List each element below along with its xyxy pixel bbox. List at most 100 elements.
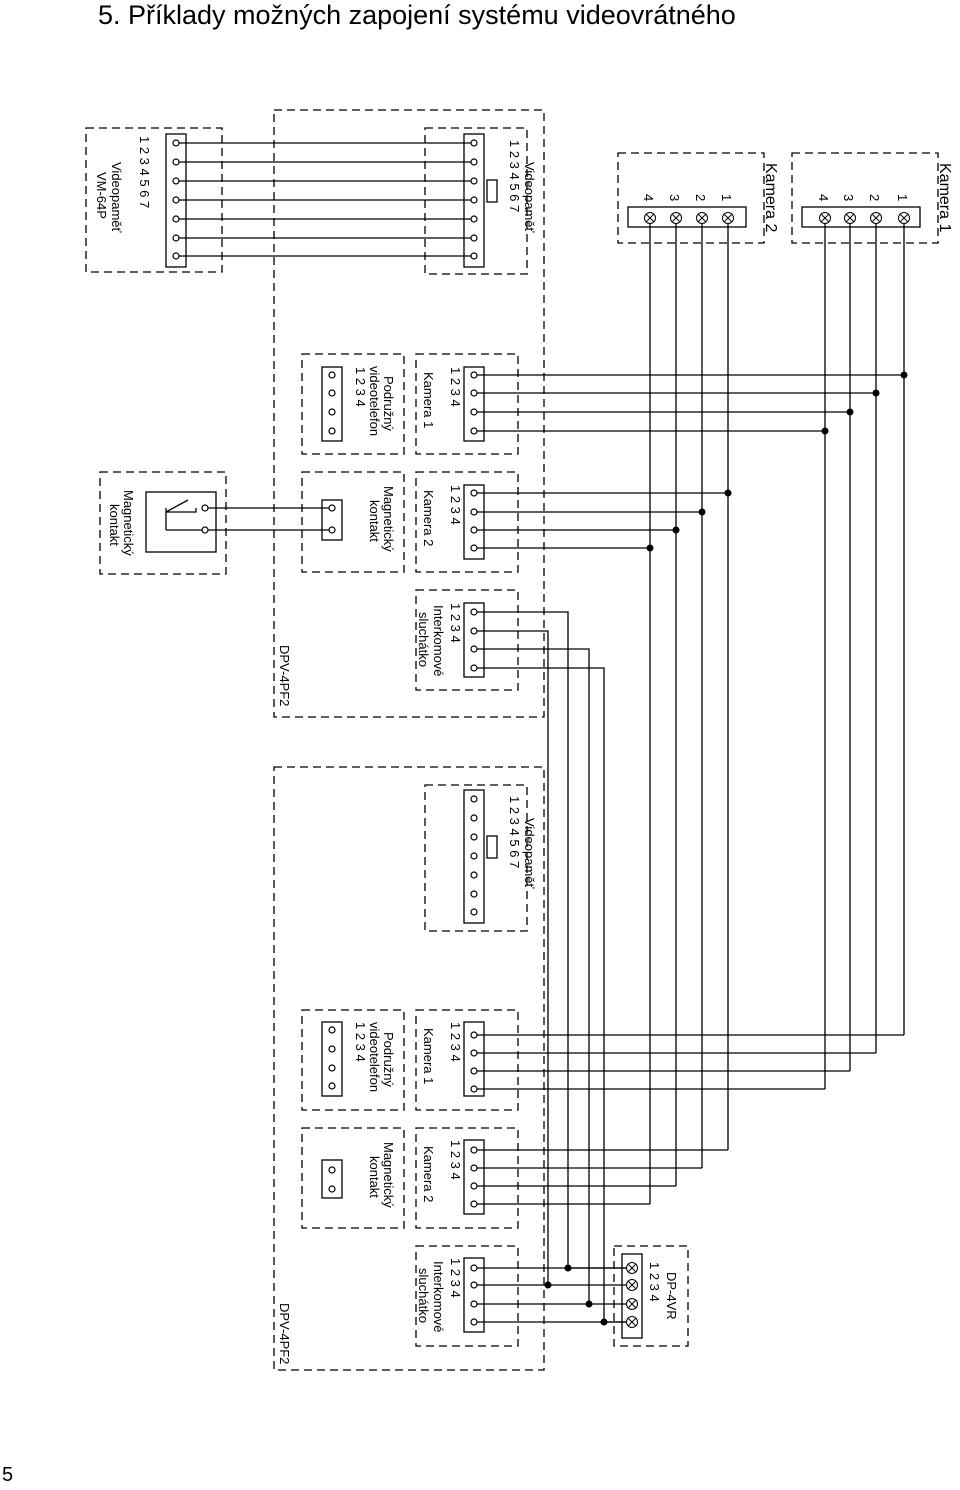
kamera1-pin-3: 3 xyxy=(841,194,856,201)
kamera2-pin-1: 1 xyxy=(719,194,734,201)
unit1-box xyxy=(273,109,545,718)
kamera1-label: Kamera 1 xyxy=(936,163,953,232)
u2-podruzny-box xyxy=(301,1009,405,1111)
u2-videopamet-box xyxy=(424,784,528,932)
kamera2-pin-3: 3 xyxy=(667,194,682,201)
u2-magnet-label-1: Magnetický xyxy=(381,1142,396,1208)
dp4vr-label: DP-4VR xyxy=(664,1272,679,1320)
u2-kamera1-box xyxy=(415,1009,519,1111)
u2-interkom-connector xyxy=(463,1257,485,1333)
u1-podruzny-pins: 1 2 3 4 xyxy=(353,367,368,407)
u2-kamera2-connector xyxy=(463,1139,485,1215)
unit2-box xyxy=(273,766,545,1371)
page-title: 5. Příklady možných zapojení systému vid… xyxy=(98,0,736,30)
magnet-switch-terminals xyxy=(201,504,209,534)
junction-dots xyxy=(544,371,908,1326)
u1-interkom-terminals xyxy=(470,608,478,672)
u1-interkom-label-2: sluchátko xyxy=(416,612,431,667)
u1-magnet-connector xyxy=(321,499,343,541)
u2-interkom-pins: 1 2 3 4 xyxy=(448,1258,463,1298)
magnet-ext-label-2: kontakt xyxy=(107,504,122,546)
u1-magnet-terminals xyxy=(328,504,336,534)
u1-kamera1-box xyxy=(415,353,519,455)
u1-podruzny-label-1: Podružný xyxy=(381,376,396,431)
u1-interkom-label-1: Interkomové xyxy=(431,605,446,677)
u2-dpv-label: DPV-4PF2 xyxy=(277,1303,292,1364)
u1-videopamet-jumper xyxy=(486,179,498,203)
u2-interkom-terminals xyxy=(470,1264,478,1326)
u1-magnet-label-1: Magnetický xyxy=(381,486,396,552)
u1-podruzny-label-2: videotelefon xyxy=(367,366,382,436)
u2-kamera2-terminals xyxy=(470,1146,478,1208)
connector-strips xyxy=(165,133,921,1339)
u1-videopamet-box xyxy=(424,127,528,275)
u1-interkom-connector xyxy=(463,602,485,678)
u2-magnet-label-2: kontakt xyxy=(367,1156,382,1198)
u2-podruzny-connector xyxy=(321,1021,343,1097)
kamera2-pin-2: 2 xyxy=(693,194,708,201)
u1-podruzny-box xyxy=(301,353,405,455)
wire-ik1-3 xyxy=(474,648,590,1304)
u2-interkom-label-2: sluchátko xyxy=(416,1268,431,1323)
kamera1-pin-1: 1 xyxy=(895,194,910,201)
vm64p-terminals xyxy=(172,139,180,260)
magnet-switch-box xyxy=(145,491,217,553)
u2-kamera2-pins: 1 2 3 4 xyxy=(448,1140,463,1180)
kamera1-pin-4: 4 xyxy=(816,194,831,201)
u1-kamera2-box xyxy=(415,471,519,573)
magnet-ext-label-1: Magnetický xyxy=(121,490,136,556)
u1-dpv-label: DPV-4PF2 xyxy=(277,645,292,706)
u2-kamera1-pins: 1 2 3 4 xyxy=(448,1022,463,1062)
wire-ik1-1 xyxy=(474,611,632,1269)
camera-terminals xyxy=(626,212,910,1328)
u1-videopamet-pins: 1 2 3 4 5 6 7 xyxy=(507,140,522,212)
u1-interkom-box xyxy=(415,589,519,691)
terminals xyxy=(172,139,478,1326)
u1-videopamet-terminals xyxy=(470,139,478,260)
u2-magnet-terminals xyxy=(328,1166,336,1193)
wire-ik1-4 xyxy=(474,667,632,1323)
u2-podruzny-label-2: videotelefon xyxy=(367,1022,382,1092)
u2-videopamet-terminals xyxy=(470,795,478,916)
u1-magnet-box xyxy=(301,471,405,573)
u1-kamera2-terminals xyxy=(470,489,478,552)
vm64p-label-2: VM-64P xyxy=(94,172,109,219)
u1-kamera2-connector xyxy=(463,484,485,560)
kamera2-pin-4: 4 xyxy=(641,194,656,201)
wire-ik1-2 xyxy=(474,630,549,1285)
u1-videopamet-label: Videopaměť xyxy=(522,162,537,233)
u1-kamera1-pins: 1 2 3 4 xyxy=(448,367,463,407)
dashed-enclosures xyxy=(85,109,939,1371)
vm64p-pins: 1 2 3 4 5 6 7 xyxy=(137,136,152,208)
u1-podruzny-connector xyxy=(321,366,343,442)
u1-kamera1-connector xyxy=(463,366,485,442)
u2-podruzny-pins: 1 2 3 4 xyxy=(353,1022,368,1062)
u1-podruzny-terminals xyxy=(328,371,336,435)
kamera2-box xyxy=(617,152,765,244)
u2-interkom-box xyxy=(415,1245,519,1347)
u2-kamera1-label: Kamera 1 xyxy=(421,1028,436,1084)
magnet-switch-contact xyxy=(165,499,205,531)
u1-magnet-label-2: kontakt xyxy=(367,500,382,542)
u2-podruzny-label-1: Podružný xyxy=(381,1032,396,1087)
dp4vr-strip xyxy=(621,1253,643,1339)
u2-videopamet-pins: 1 2 3 4 5 6 7 xyxy=(507,796,522,868)
u2-videopamet-connector xyxy=(463,789,485,924)
u2-podruzny-terminals xyxy=(328,1026,336,1090)
page-number: 5 xyxy=(2,1464,14,1486)
u2-videopamet-jumper xyxy=(486,835,498,859)
vm64p-label-1: Videopaměť xyxy=(109,162,124,233)
u2-magnet-connector xyxy=(321,1159,343,1199)
wires xyxy=(145,142,905,1323)
kamera1-pin-2: 2 xyxy=(867,194,882,201)
magnet-external-box xyxy=(99,471,227,575)
kamera2-strip xyxy=(627,206,747,228)
u2-interkom-label-1: Interkomové xyxy=(431,1261,446,1333)
kamera1-box xyxy=(791,152,939,244)
u2-kamera2-label: Kamera 2 xyxy=(421,1146,436,1202)
dp4vr-pins: 1 2 3 4 xyxy=(647,1262,662,1302)
u1-kamera1-terminals xyxy=(470,371,478,435)
kamera1-strip xyxy=(801,206,921,228)
u2-kamera1-connector xyxy=(463,1021,485,1097)
